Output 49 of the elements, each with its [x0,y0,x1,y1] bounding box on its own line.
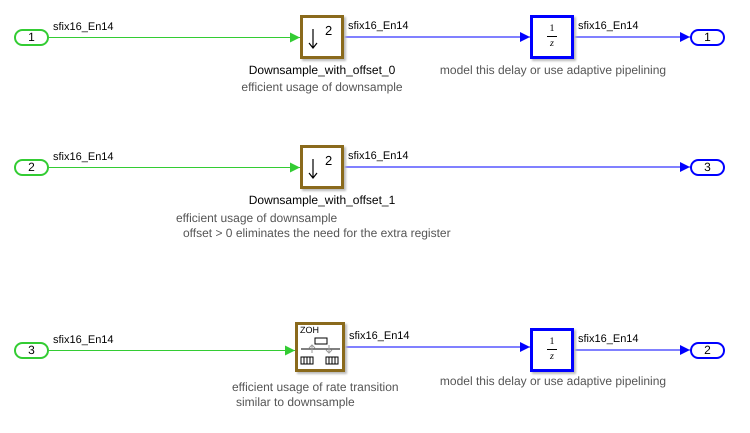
signal-label: sfix16_En14 [347,20,410,32]
signal-arrow [48,32,300,42]
output-port [690,159,725,176]
output-port [690,29,725,46]
output-port [690,342,725,359]
port-number: 2 [27,161,36,174]
annotation: efficient usage of downsample [176,211,338,225]
input-port [14,29,49,46]
input-port [14,342,49,359]
signal-arrow [48,162,300,172]
signal-label: sfix16_En14 [52,20,115,32]
annotation: efficient usage of rate transition [232,380,399,394]
port-number: 3 [703,161,712,174]
downsample-block [300,145,344,189]
signal-arrow [574,32,690,42]
factor-text: 2 [325,153,332,168]
rate-transition-block [295,322,345,372]
signal-arrow [344,32,530,42]
block-label: ZOH [300,325,319,335]
denominator: z [549,351,555,362]
port-number: 1 [703,31,712,44]
signal-label: sfix16_En14 [348,330,411,342]
signal-label: sfix16_En14 [52,150,115,162]
block-name: Downsample_with_offset_0 [248,63,396,77]
numerator: 1 [548,23,556,34]
denominator: z [549,38,555,49]
block-name: Downsample_with_offset_1 [248,193,396,207]
signal-arrow [48,346,296,356]
numerator: 1 [548,336,556,347]
annotation: model this delay or use adaptive pipelining [440,374,666,388]
signal-label: sfix16_En14 [577,20,640,32]
unit-delay-block [530,15,574,59]
factor-text: 2 [325,23,332,38]
input-port [14,159,49,176]
port-number: 1 [27,31,36,44]
downsample-block [300,15,344,59]
annotation: efficient usage of downsample [241,80,403,94]
signal-label: sfix16_En14 [347,150,410,162]
annotation: similar to downsample [236,395,355,409]
annotation: model this delay or use adaptive pipelining [440,63,666,77]
signal-arrow [574,345,690,355]
annotation: offset > 0 eliminates the need for the extra register [183,226,451,240]
unit-delay-block [530,328,574,372]
port-number: 3 [27,344,36,357]
signal-label: sfix16_En14 [52,334,115,346]
signal-label: sfix16_En14 [577,333,640,345]
signal-arrow [344,162,690,172]
signal-arrow [344,342,530,352]
port-number: 2 [703,344,712,357]
